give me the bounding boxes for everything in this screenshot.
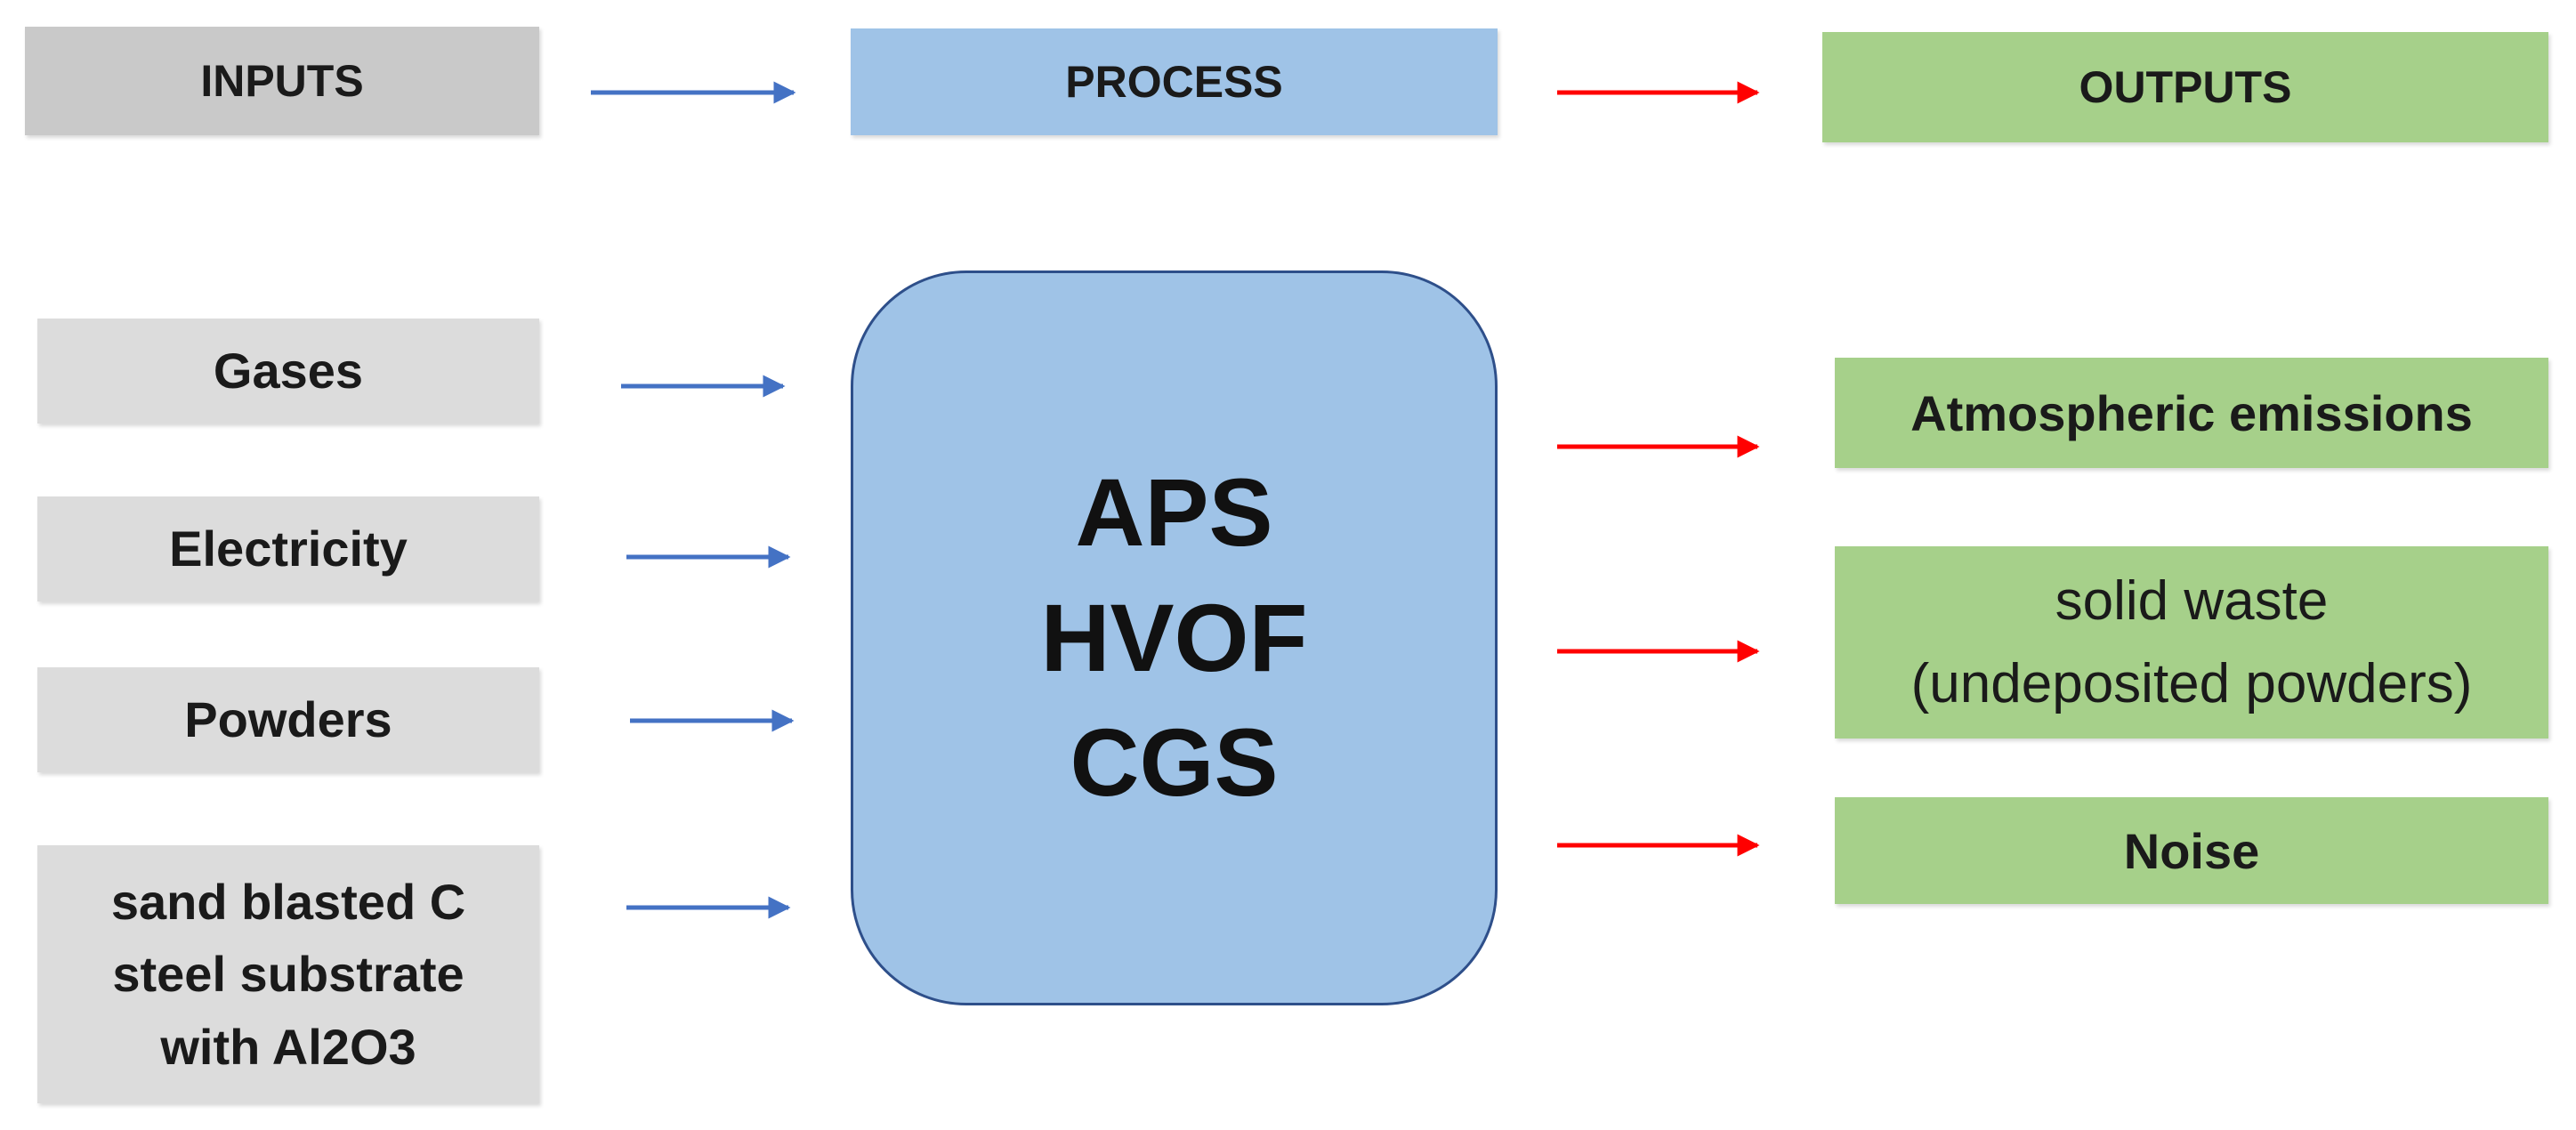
outputs-header: OUTPUTS: [1822, 32, 2548, 142]
output-noise: Noise: [1835, 797, 2548, 904]
inputs-header-label: INPUTS: [200, 56, 364, 106]
inputs-header: INPUTS: [25, 27, 539, 135]
output-atmospheric-emissions-label: Atmospheric emissions: [1910, 384, 2473, 441]
input-electricity-label: Electricity: [169, 521, 408, 577]
input-gases-label: Gases: [213, 343, 364, 400]
process-aps: APS: [1075, 458, 1273, 567]
process-hvof: HVOF: [1040, 583, 1308, 691]
input-substrate-line-2: steel substrate: [112, 946, 464, 1003]
process-cgs: CGS: [1070, 708, 1279, 817]
input-powders-label: Powders: [184, 691, 392, 748]
input-substrate: sand blasted C steel substrate with Al2O…: [37, 845, 539, 1103]
input-substrate-line-3: with Al2O3: [160, 1018, 416, 1075]
input-powders: Powders: [37, 667, 539, 772]
output-solid-waste: solid waste (undeposited powders): [1835, 546, 2548, 739]
outputs-header-label: OUTPUTS: [2079, 62, 2292, 112]
input-substrate-line-1: sand blasted C: [110, 874, 466, 931]
output-atmospheric-emissions: Atmospheric emissions: [1835, 358, 2548, 468]
process-box: APS HVOF CGS: [851, 270, 1498, 1005]
output-solid-waste-line-2: (undeposited powders): [1910, 653, 2473, 714]
input-electricity: Electricity: [37, 496, 539, 601]
output-solid-waste-line-1: solid waste: [2055, 570, 2329, 632]
output-noise-label: Noise: [2123, 822, 2260, 879]
process-header: PROCESS: [851, 28, 1498, 135]
process-header-label: PROCESS: [1065, 57, 1283, 107]
input-gases: Gases: [37, 319, 539, 424]
